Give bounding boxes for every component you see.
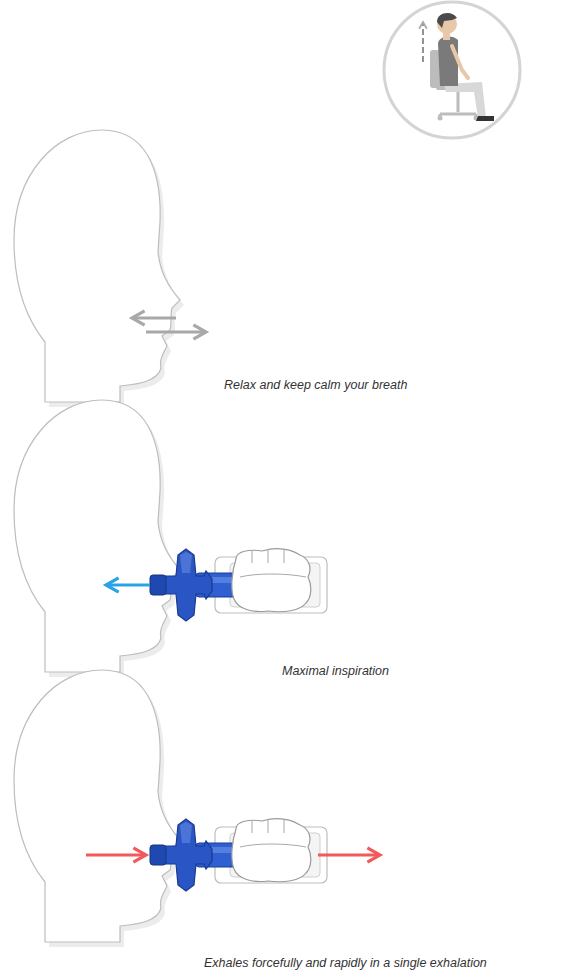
person-arm <box>452 46 468 78</box>
posture-icon <box>384 2 520 138</box>
chair-back <box>430 50 440 88</box>
chair-base <box>440 90 476 118</box>
head-profile <box>14 670 184 947</box>
breath-in-arrow <box>132 317 176 320</box>
head-outline <box>14 670 180 942</box>
person-shoes <box>476 116 494 121</box>
person-hair <box>437 13 457 28</box>
person-legs <box>444 82 486 118</box>
icon-circle <box>384 2 520 138</box>
spirometer-device <box>150 819 327 891</box>
head-profile <box>14 130 184 407</box>
head-outline <box>14 400 180 672</box>
inspiration-arrow <box>106 584 150 587</box>
instruction-label: Maximal inspiration <box>282 664 389 679</box>
exhalation-arrow <box>318 854 380 857</box>
instruction-label: Relax and keep calm your breath <box>224 378 407 393</box>
exhalation-arrow <box>86 854 146 857</box>
breath-out-arrow <box>146 331 206 334</box>
spirometer-device <box>150 549 327 621</box>
person-head <box>437 14 457 34</box>
posture-arrow <box>422 22 424 62</box>
instruction-label: Exhales forcefully and rapidly in a sing… <box>204 956 487 971</box>
chair-wheel <box>438 116 443 121</box>
head-outline <box>14 130 180 402</box>
person-torso <box>438 37 458 86</box>
head-profile <box>14 400 184 677</box>
